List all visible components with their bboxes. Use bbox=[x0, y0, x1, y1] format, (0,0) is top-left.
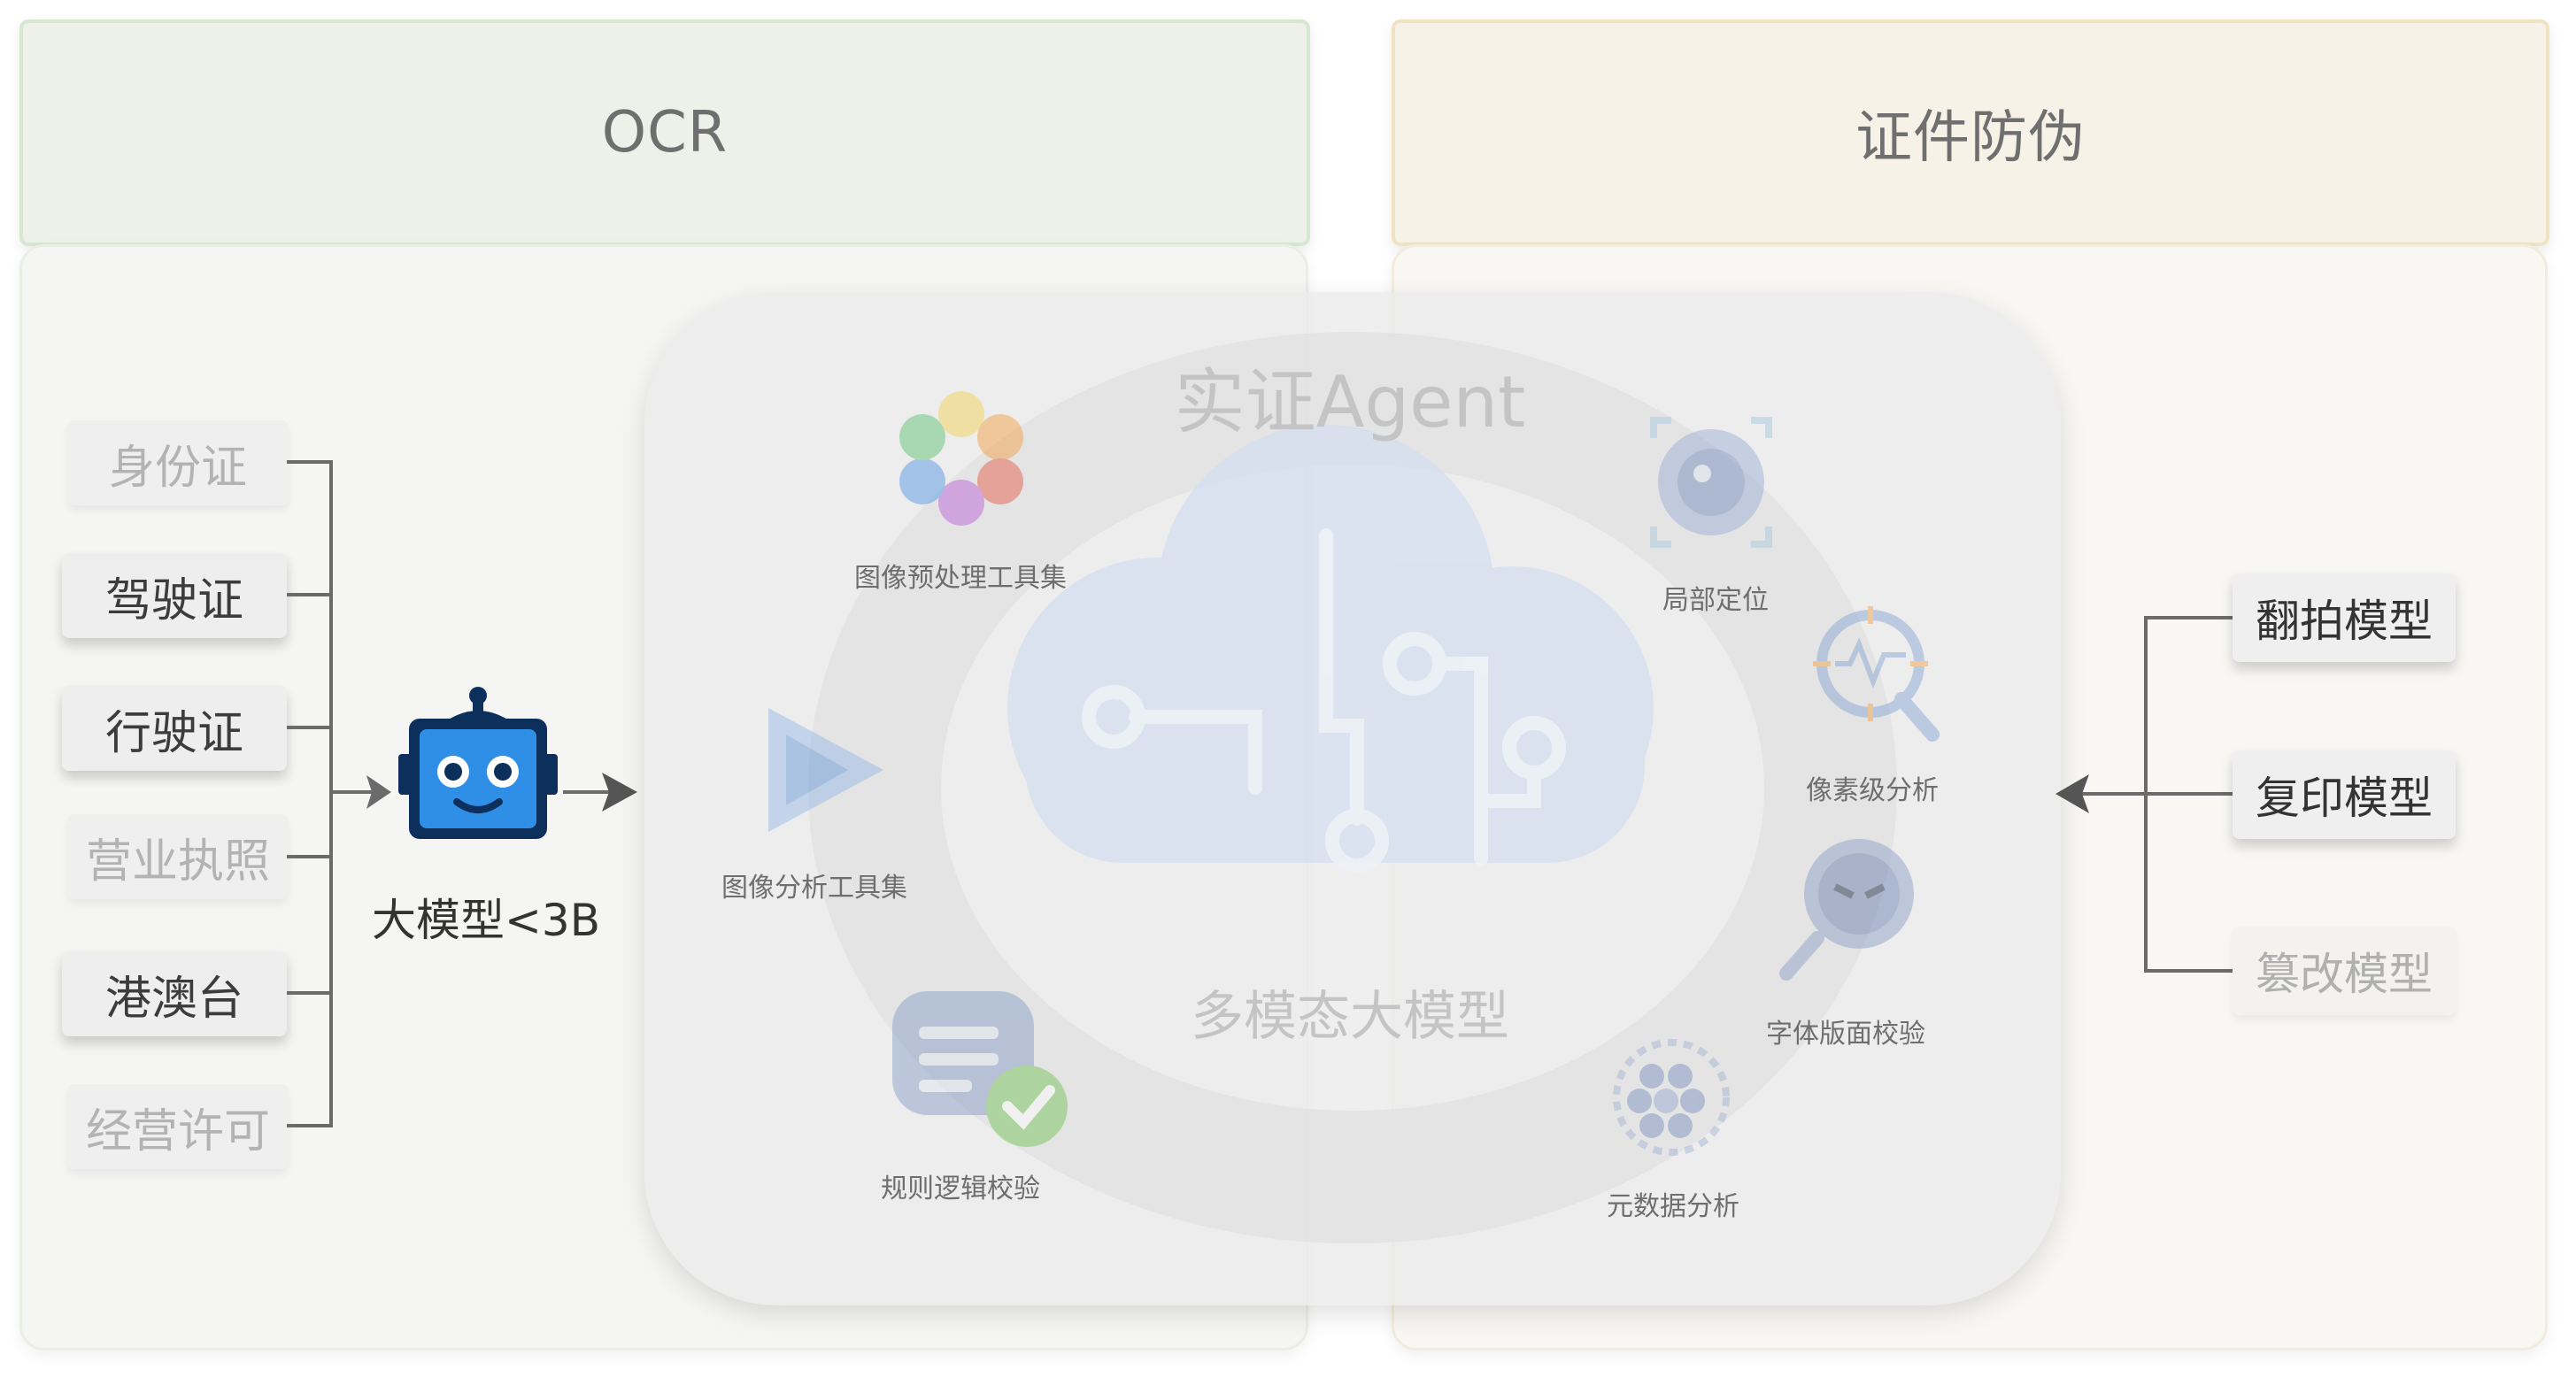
model-label-text: 复印模型 bbox=[2256, 773, 2433, 824]
ocr-panel-title: OCR bbox=[601, 100, 729, 165]
tool-image-analysis: 图像分析工具集 bbox=[721, 873, 907, 904]
doc-label-hk-macau-taiwan: 港澳台 bbox=[62, 951, 287, 1036]
doc-label-vehicle-license: 行驶证 bbox=[62, 686, 287, 771]
small-model-label: 大模型<3B bbox=[372, 895, 601, 946]
tool-rule-logic-check: 规则逻辑校验 bbox=[881, 1173, 1040, 1204]
model-label-text: 篡改模型 bbox=[2256, 949, 2433, 1000]
model-rephotograph: 翻拍模型 bbox=[2233, 573, 2456, 662]
doc-label-text: 驾驶证 bbox=[104, 573, 243, 627]
doc-label-text: 港澳台 bbox=[104, 972, 243, 1026]
robot-icon bbox=[398, 687, 558, 839]
ocr-panel-header: OCR bbox=[19, 19, 1310, 246]
model-photocopy: 复印模型 bbox=[2233, 750, 2456, 839]
anti-fraud-connectors bbox=[2055, 616, 2233, 973]
agent-title: 实证Agent bbox=[1174, 361, 1526, 443]
tool-font-layout-check: 字体版面校验 bbox=[1766, 1019, 1925, 1050]
tool-local-positioning: 局部定位 bbox=[1662, 585, 1769, 616]
multimodal-llm-label: 多模态大模型 bbox=[1191, 986, 1509, 1048]
play-triangle-icon bbox=[768, 708, 883, 832]
doc-label-operating-permit: 经营许可 bbox=[67, 1084, 289, 1169]
magnifier-wave-icon bbox=[1813, 606, 1940, 742]
checklist-icon bbox=[892, 991, 1068, 1147]
tool-metadata-analysis: 元数据分析 bbox=[1607, 1191, 1739, 1222]
anti-fraud-panel-header: 证件防伪 bbox=[1392, 19, 2549, 246]
agent-diagram bbox=[768, 332, 1940, 1243]
doc-label-text: 行驶证 bbox=[104, 706, 243, 760]
tool-image-preprocessing: 图像预处理工具集 bbox=[854, 563, 1067, 594]
doc-label-driver-license: 驾驶证 bbox=[62, 553, 287, 638]
model-label-text: 翻拍模型 bbox=[2256, 596, 2433, 647]
anti-fraud-panel-title: 证件防伪 bbox=[1855, 105, 2086, 171]
spy-magnifier-icon bbox=[1779, 839, 1914, 981]
doc-label-business-license: 营业执照 bbox=[67, 814, 289, 899]
doc-label-id-card: 身份证 bbox=[67, 420, 289, 505]
doc-label-text: 营业执照 bbox=[85, 835, 270, 889]
cloud-icon bbox=[1007, 425, 1654, 863]
doc-label-text: 经营许可 bbox=[85, 1104, 270, 1158]
ocr-connectors bbox=[287, 460, 637, 1127]
hexagon-grid-icon bbox=[1613, 1039, 1730, 1156]
tool-pixel-analysis: 像素级分析 bbox=[1806, 775, 1939, 806]
doc-label-text: 身份证 bbox=[108, 441, 247, 495]
camera-focus-icon bbox=[1650, 417, 1772, 548]
color-wheel-icon bbox=[899, 391, 1023, 526]
model-tamper: 篡改模型 bbox=[2233, 927, 2456, 1015]
